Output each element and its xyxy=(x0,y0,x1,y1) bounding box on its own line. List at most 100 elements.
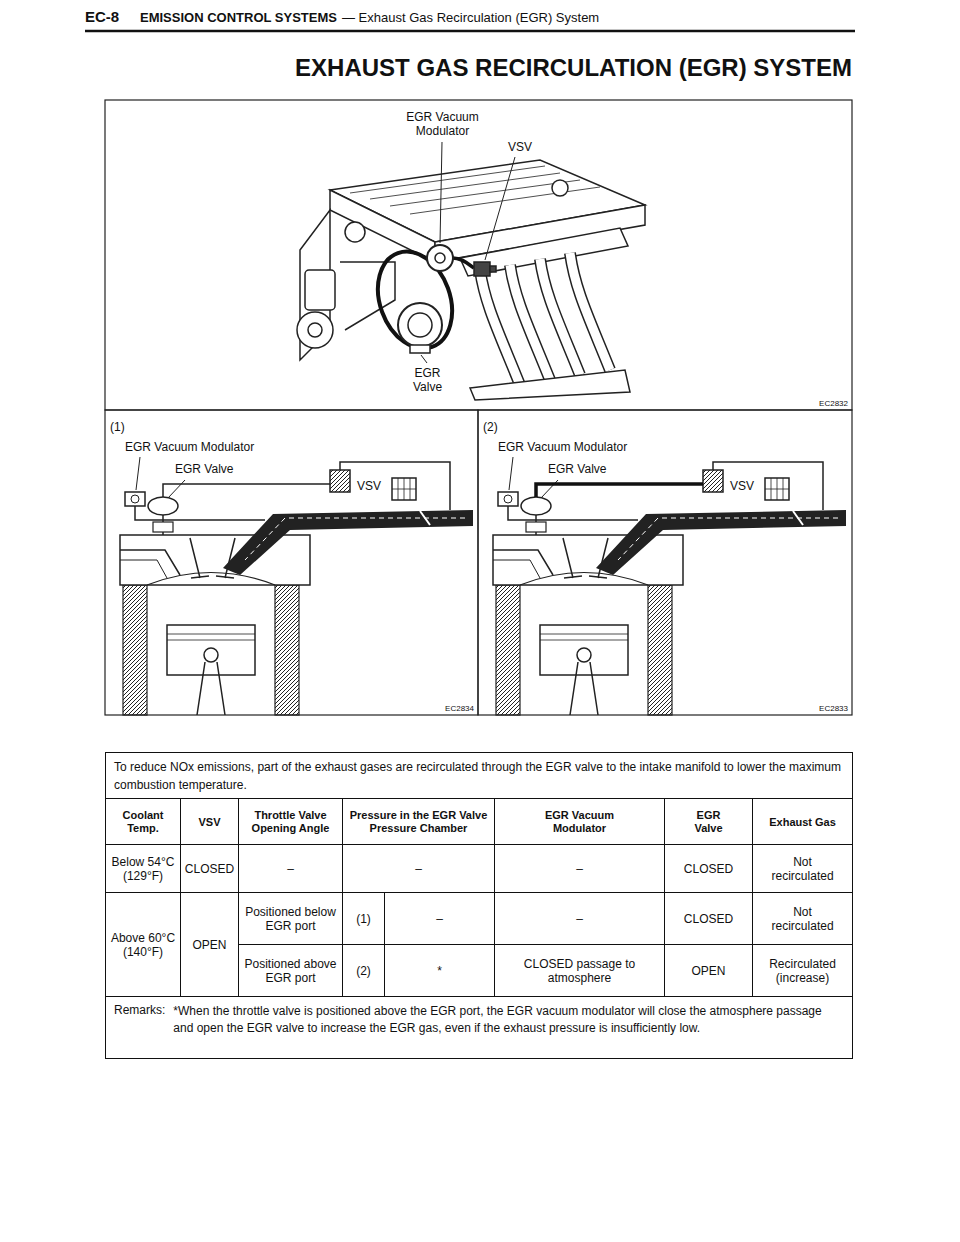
panel-frame xyxy=(105,100,852,410)
engine-illustration xyxy=(470,370,630,400)
table-cell-text: (1) xyxy=(356,912,371,926)
part-name: EGR Vacuum Modulator xyxy=(395,110,490,138)
table-cell: Below 54°C (129°F) xyxy=(106,845,181,893)
engine-illustration xyxy=(330,190,435,262)
table-cell-text: Recirculated (increase) xyxy=(763,957,843,985)
part-name: EGR Valve xyxy=(400,366,455,394)
engine-illustration xyxy=(427,245,453,271)
table-cell: Positioned above EGR port xyxy=(239,945,343,997)
section-subheading: — Exhaust Gas Recirculation (EGR) System xyxy=(342,10,599,26)
table-cell: EGR Valve xyxy=(665,799,753,845)
table-cell: OPEN xyxy=(665,945,753,997)
engine-illustration xyxy=(490,266,496,272)
section-heading: EMISSION CONTROL SYSTEMS xyxy=(140,10,337,26)
table-cell-text: – xyxy=(436,912,443,926)
table-cell-text: – xyxy=(415,862,422,876)
engine-illustration xyxy=(480,253,610,385)
engine-illustration xyxy=(474,262,490,276)
engine-illustration xyxy=(570,253,610,370)
figure-number: (1) xyxy=(110,420,125,434)
panel-frame xyxy=(105,410,478,715)
table-row: Coolant Temp. VSV Throttle Valve Opening A… xyxy=(106,799,853,845)
part-name: VSV xyxy=(357,479,381,493)
part-name: EGR Vacuum Modulator xyxy=(125,440,254,454)
vacuum-line xyxy=(536,484,703,497)
part-name: EGR Valve xyxy=(175,462,233,476)
table-cell: CLOSED passage to atmosphere xyxy=(495,945,665,997)
table-cell-text: CLOSED xyxy=(185,862,234,876)
engine-illustration xyxy=(345,222,365,242)
table-cell: Exhaust Gas xyxy=(753,799,853,845)
engine-illustration xyxy=(365,241,465,359)
table-cell: To reduce NOx emissions, part of the exh… xyxy=(106,753,853,799)
table-cell-text: OPEN xyxy=(691,964,725,978)
table-cell: Not recirculated xyxy=(753,893,853,945)
table-cell: CLOSED xyxy=(665,845,753,893)
table-cell-text: CLOSED xyxy=(684,912,733,926)
table-cell: Recirculated (increase) xyxy=(753,945,853,997)
figure-code: EC2834 xyxy=(445,703,474,714)
part-name: EGR Vacuum Modulator xyxy=(498,440,627,454)
remarks-heading: Remarks: xyxy=(114,1003,165,1037)
table-row: Positioned above EGR port (2) * CLOSED pass… xyxy=(106,945,853,997)
table-cell: CLOSED xyxy=(181,845,239,893)
table-cell: Not recirculated xyxy=(753,845,853,893)
table-cell: VSV xyxy=(181,799,239,845)
engine-illustration xyxy=(408,313,432,337)
engine-illustration xyxy=(297,312,333,348)
table-cell-text: OPEN xyxy=(192,938,226,952)
figure-code: EC2832 xyxy=(819,398,848,409)
table-cell-text: Above 60°C (140°F) xyxy=(109,931,177,959)
remarks-note: *When the throttle valve is positioned a… xyxy=(173,1003,844,1037)
table-cell: – xyxy=(385,893,495,945)
table-cell-text: – xyxy=(576,862,583,876)
column-header: Pressure in the EGR Valve Pressure Chamb… xyxy=(346,809,491,835)
table-row: Remarks:*When the throttle valve is posi… xyxy=(106,997,853,1059)
engine-illustration xyxy=(410,345,430,353)
column-header: VSV xyxy=(198,816,220,829)
engine-illustration xyxy=(398,303,442,347)
figure-code: EC2833 xyxy=(819,703,848,714)
figure-number: (2) xyxy=(483,420,498,434)
table-cell: CLOSED xyxy=(665,893,753,945)
table-cell: * xyxy=(385,945,495,997)
table-cell-text: (2) xyxy=(356,964,371,978)
table-cell: Throttle Valve Opening Angle xyxy=(239,799,343,845)
table-cell: – xyxy=(495,845,665,893)
table-cell-text: – xyxy=(576,912,583,926)
table-cell-text: Positioned above EGR port xyxy=(243,957,339,985)
engine-illustration xyxy=(570,253,610,370)
engine-illustration xyxy=(297,142,645,400)
column-header: Throttle Valve Opening Angle xyxy=(243,809,339,835)
table-cell-text: CLOSED xyxy=(684,862,733,876)
engine-illustration xyxy=(421,142,515,363)
remarks-block: Remarks:*When the throttle valve is posi… xyxy=(114,1003,844,1037)
header-rule xyxy=(85,30,855,33)
column-header: EGR Vacuum Modulator xyxy=(530,809,630,835)
table-cell: – xyxy=(343,845,495,893)
table-cell-text: Below 54°C (129°F) xyxy=(109,855,177,883)
description-text: To reduce NOx emissions, part of the exh… xyxy=(114,758,844,794)
table-cell: EGR Vacuum Modulator xyxy=(495,799,665,845)
page-number: EC-8 xyxy=(85,8,119,26)
table-cell-text: Not recirculated xyxy=(763,905,843,933)
table-cell: Positioned below EGR port xyxy=(239,893,343,945)
column-header: EGR Valve xyxy=(684,809,734,835)
table-cell-text: * xyxy=(437,964,442,978)
table-cell-text: Positioned below EGR port xyxy=(243,905,339,933)
panel-frame xyxy=(478,410,852,715)
engine-illustration xyxy=(308,323,322,337)
engine-illustration xyxy=(350,166,600,214)
engine-illustration xyxy=(435,253,445,263)
table-cell: Coolant Temp. xyxy=(106,799,181,845)
table-cell-text: Not recirculated xyxy=(763,855,843,883)
engine-illustration xyxy=(552,180,568,196)
table-row: Below 54°C (129°F)CLOSED–––CLOSEDNot rec… xyxy=(106,845,853,893)
table-cell: Pressure in the EGR Valve Pressure Chamb… xyxy=(343,799,495,845)
table-cell: (1) xyxy=(343,893,385,945)
table-cell: Above 60°C (140°F) xyxy=(106,893,181,997)
section-view xyxy=(120,457,473,715)
column-header: Coolant Temp. xyxy=(113,809,173,835)
table-cell: OPEN xyxy=(181,893,239,997)
engine-illustration xyxy=(305,270,335,310)
